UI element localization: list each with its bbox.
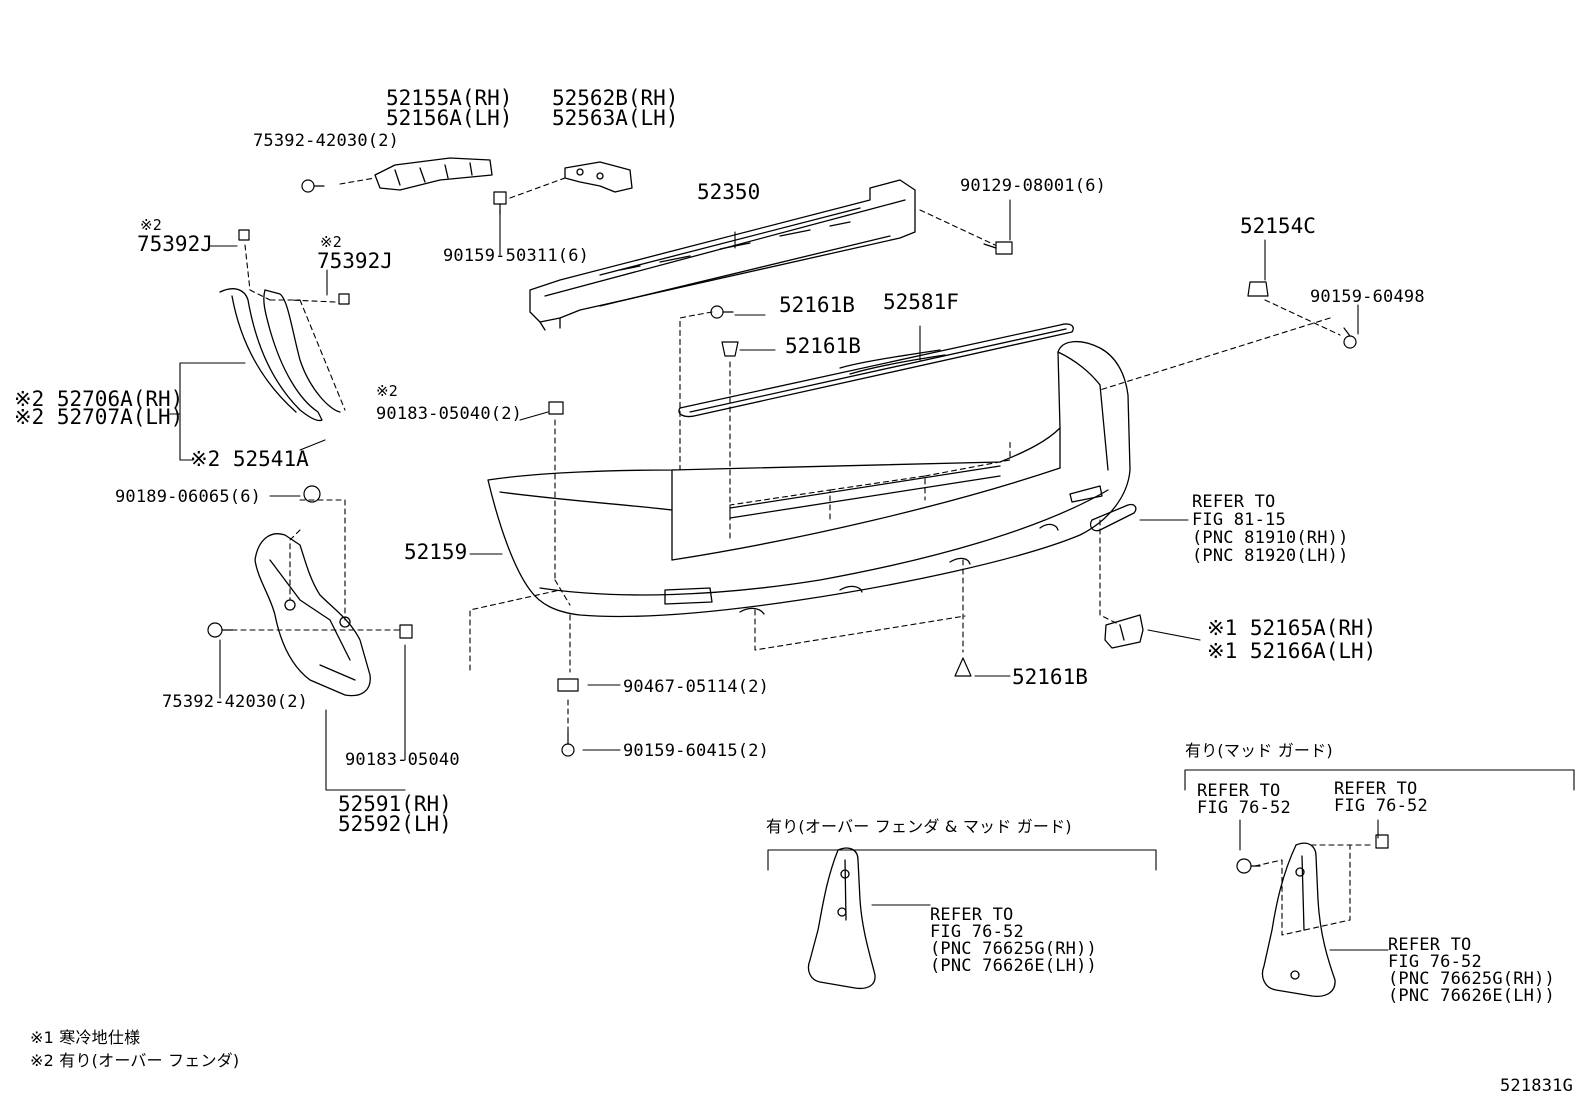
label-52541a: ※2 52541A (190, 447, 309, 471)
refer-76-52-d-line2: FIG 76-52 (1388, 952, 1482, 972)
label-90129-08001: 90129-08001(6) (960, 176, 1107, 196)
refer-76-52-d-line4: (PNC 76626E(LH)) (1388, 986, 1555, 1006)
label-52563a: 52563A(LH) (552, 106, 679, 130)
label-52707a: ※2 52707A(LH) (14, 405, 184, 429)
mud-guard-right (1261, 842, 1336, 998)
footnote-2: ※2 有り(オーバー フェンダ) (30, 1051, 240, 1070)
refer-76-52-d-line1: REFER TO (1388, 935, 1472, 955)
leader-lines (169, 177, 1575, 951)
label-75392j-a: 75392J (137, 232, 213, 256)
bumper-cover-52159 (487, 341, 1131, 618)
footnote-1: ※1 寒冷地仕様 (30, 1028, 141, 1047)
label-90159-60498: 90159-60498 (1310, 287, 1425, 307)
label-52591: 52591(RH) (338, 792, 452, 816)
mark-90183-05040: ※2 (376, 382, 398, 400)
refer-76-52-a-line1: REFER TO (1197, 781, 1281, 801)
label-90183-05040: 90183-05040 (345, 750, 460, 770)
label-52156a: 52156A(LH) (386, 106, 513, 130)
refer-81-15-line3: (PNC 81910(RH)) (1192, 528, 1349, 548)
over-fender-52706a (219, 288, 341, 422)
fastener-icons (207, 179, 1389, 874)
side-bracket-52562b (564, 161, 633, 193)
reflector (1089, 503, 1137, 532)
refer-76-52-c-line3: (PNC 76625G(RH)) (930, 939, 1097, 959)
label-90467-05114: 90467-05114(2) (623, 677, 770, 697)
label-90189-06065: 90189-06065(6) (115, 487, 262, 507)
refer-76-52-b-line1: REFER TO (1334, 779, 1418, 799)
step-plate-52581f (678, 323, 1074, 418)
label-52154c: 52154C (1240, 214, 1316, 238)
label-75392j-b: 75392J (317, 249, 393, 273)
refer-76-52-a-line2: FIG 76-52 (1197, 798, 1291, 818)
refer-76-52-b-line2: FIG 76-52 (1334, 796, 1428, 816)
mark-75392j-b: ※2 (320, 233, 342, 251)
label-90159-60415: 90159-60415(2) (623, 741, 770, 761)
side-bracket-52155a (374, 157, 493, 191)
label-90159-50311: 90159-50311(6) (443, 246, 590, 266)
label-52161b-1: 52161B (779, 293, 855, 317)
refer-76-52-c-line2: FIG 76-52 (930, 922, 1024, 942)
refer-76-52-d-line3: (PNC 76625G(RH)) (1388, 969, 1555, 989)
label-52161b-2: 52161B (785, 334, 861, 358)
label-52581f: 52581F (883, 290, 959, 314)
refer-81-15-line2: FIG 81-15 (1192, 510, 1286, 530)
label-52166a: ※1 52166A(LH) (1207, 639, 1377, 663)
group-title-mudguard: 有り(マッド ガード) (1185, 741, 1333, 760)
label-52159: 52159 (404, 540, 468, 564)
label-52706a: ※2 52706A(RH) (14, 387, 184, 411)
label-75392-42030-top: 75392-42030(2) (253, 131, 400, 151)
figure-id: 521831G (1500, 1076, 1574, 1096)
mud-guard-left (807, 847, 876, 990)
refer-81-15-line4: (PNC 81920(LH)) (1192, 546, 1349, 566)
label-90183-05040-2: 90183-05040(2) (376, 404, 523, 424)
refer-76-52-c-line1: REFER TO (930, 905, 1014, 925)
refer-81-15-line1: REFER TO (1192, 492, 1276, 512)
refer-76-52-c-line4: (PNC 76626E(LH)) (930, 956, 1097, 976)
label-75392-42030-bot: 75392-42030(2) (162, 692, 309, 712)
bracket-52165a (1104, 614, 1144, 649)
side-retainer-52591 (254, 533, 371, 697)
label-52562b: 52562B(RH) (552, 86, 679, 110)
group-title-fender-mudguard: 有り(オーバー フェンダ & マッド ガード) (766, 817, 1072, 836)
label-52165a: ※1 52165A(RH) (1207, 616, 1377, 640)
label-52592: 52592(LH) (338, 812, 452, 836)
label-52350: 52350 (697, 180, 761, 204)
label-52155a: 52155A(RH) (386, 86, 513, 110)
label-52161b-3: 52161B (1012, 665, 1088, 689)
mark-75392j-a: ※2 (140, 216, 162, 234)
